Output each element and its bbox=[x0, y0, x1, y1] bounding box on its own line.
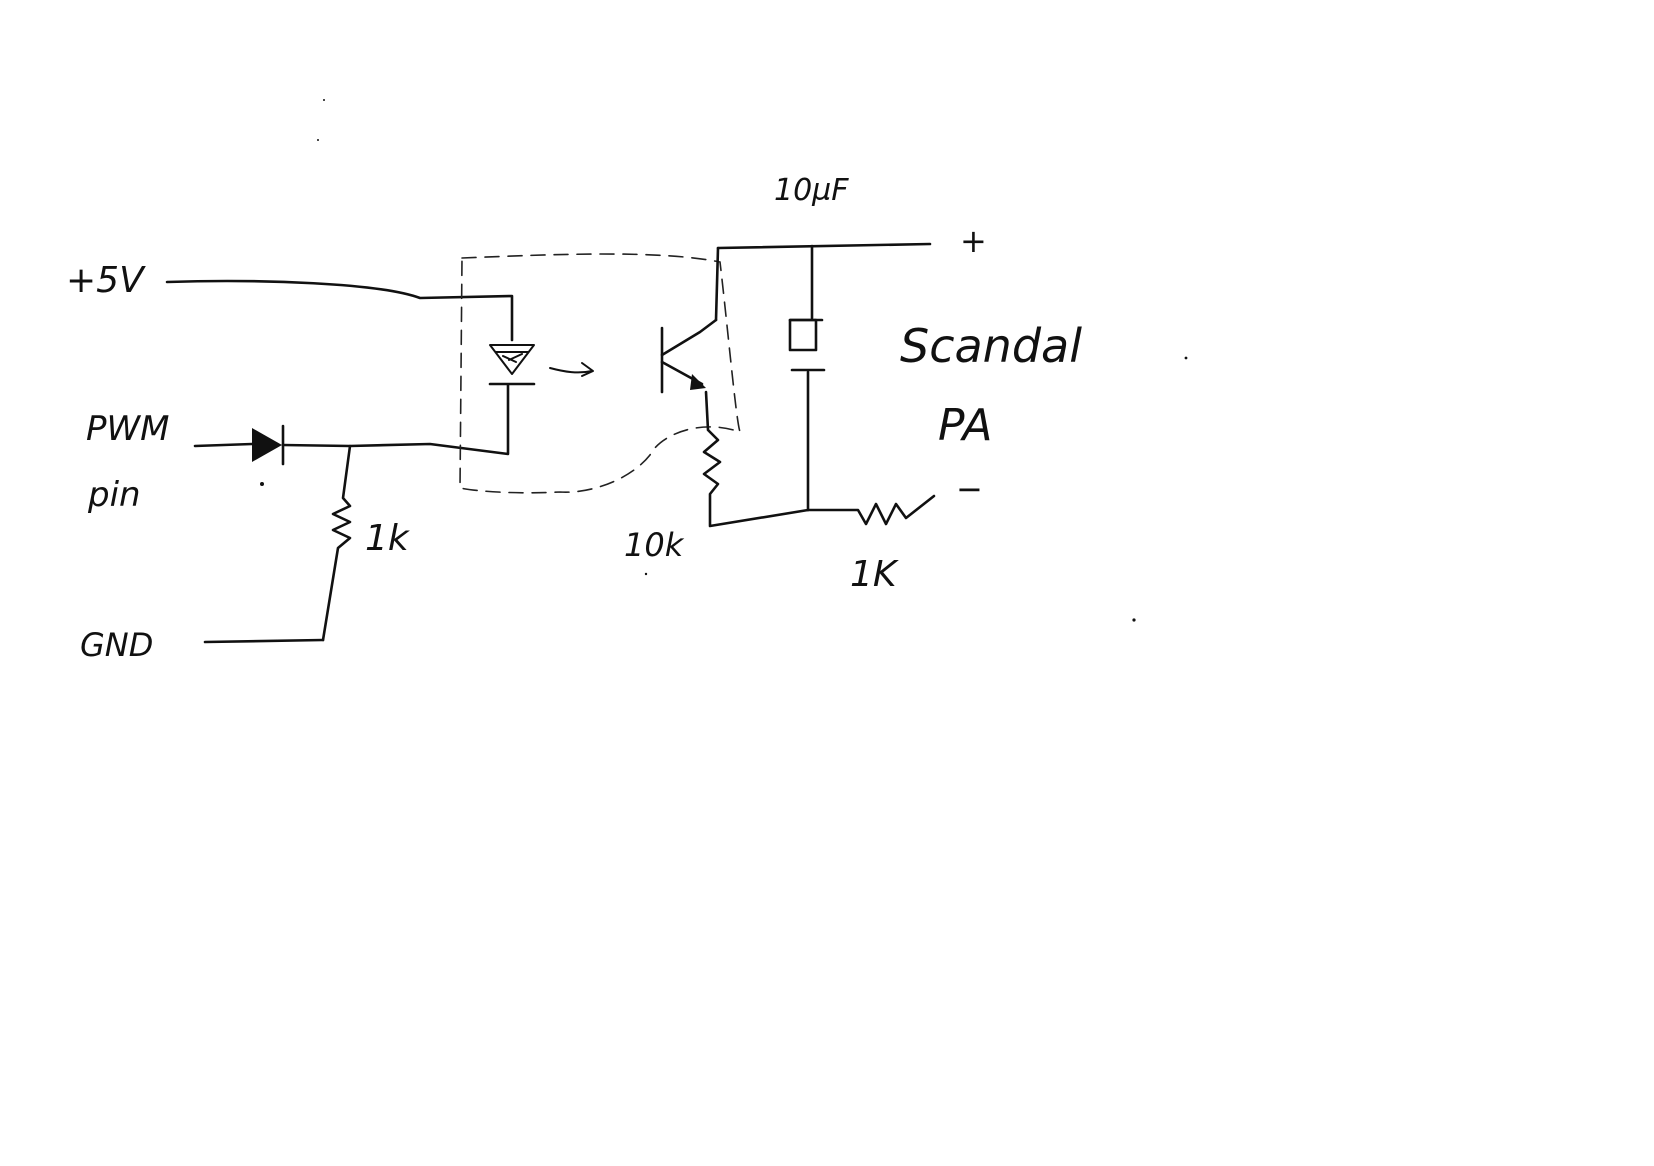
wire-gnd bbox=[203, 638, 325, 644]
scan-specks bbox=[317, 99, 1188, 622]
label-r-emitter: 10k bbox=[624, 526, 685, 564]
wire-diode-to-junction bbox=[281, 383, 510, 456]
wire-5v bbox=[165, 279, 514, 342]
label-5v: +5V bbox=[66, 260, 146, 301]
label-r-out: 1K bbox=[850, 554, 899, 595]
label-scandal: Scandal bbox=[900, 319, 1082, 373]
label-gnd: GND bbox=[80, 626, 153, 664]
label-pin: pin bbox=[87, 475, 141, 515]
light-arrow-icon bbox=[549, 362, 594, 377]
label-plus: + bbox=[960, 222, 987, 260]
label-pa: PA bbox=[938, 400, 992, 451]
opto-led bbox=[488, 344, 536, 386]
resistor-1k bbox=[321, 444, 352, 642]
wire-pwm-in bbox=[193, 442, 254, 448]
opto-phototransistor bbox=[660, 246, 720, 394]
resistor-1k-out bbox=[806, 494, 936, 526]
capacitor-10uf bbox=[788, 244, 826, 512]
label-r-pulldown: 1k bbox=[365, 518, 411, 559]
diode-1n4148 bbox=[252, 424, 285, 486]
label-pwm: PWM bbox=[86, 409, 169, 449]
wire-top-rail bbox=[716, 242, 932, 250]
label-cap: 10µF bbox=[774, 173, 849, 208]
resistor-10k bbox=[702, 390, 810, 528]
label-minus: − bbox=[956, 470, 983, 508]
optocoupler-outline bbox=[459, 253, 742, 494]
